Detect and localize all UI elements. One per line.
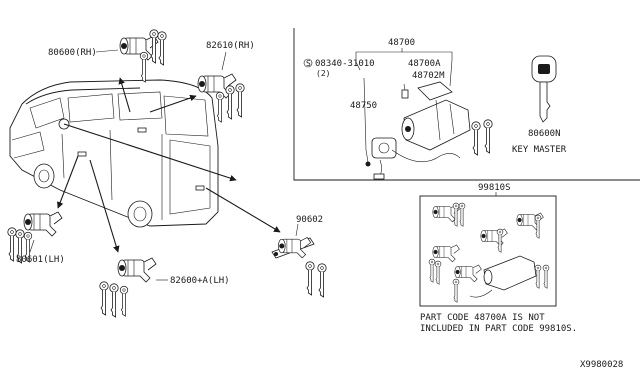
diagram-id: X9980028 — [580, 360, 623, 370]
label-48700: 48700 — [388, 38, 415, 48]
svg-text:S: S — [306, 59, 311, 68]
lock-set-frame — [419, 195, 557, 307]
lock-set-icon — [428, 202, 550, 303]
van-illustration — [9, 79, 219, 228]
label-48750: 48750 — [350, 101, 377, 111]
label-90602: 90602 — [296, 215, 323, 225]
label-82600a-lh: 82600+A(LH) — [170, 276, 230, 286]
back-door-lock-icon — [271, 237, 327, 298]
note-line-2: INCLUDED IN PART CODE 99810S. — [420, 324, 577, 334]
label-80600-rh: 80600(RH) — [48, 48, 97, 58]
callout-arrows — [57, 77, 281, 253]
label-48700a: 48700A — [408, 59, 441, 69]
label-80600n: 80600N — [528, 129, 561, 139]
label-82610-rh: 82610(RH) — [206, 41, 255, 51]
label-qty: (2) — [316, 69, 330, 78]
label-99810s: 99810S — [478, 183, 511, 193]
screw-symbol-icon — [303, 58, 313, 68]
rear-lock-cylinder-lh-icon — [99, 257, 157, 318]
label-08340-31010: 08340-31010 — [315, 59, 375, 69]
label-48702m: 48702M — [412, 71, 445, 81]
key-master-icon — [531, 55, 557, 123]
ignition-frame — [293, 28, 640, 181]
door-lock-cylinder-icon — [119, 29, 167, 83]
label-key-master: KEY MASTER — [512, 145, 567, 155]
label-80601-lh: 80601(LH) — [16, 255, 65, 265]
note-line-1: PART CODE 48700A IS NOT — [420, 313, 545, 323]
ignition-lock-icon — [355, 59, 493, 180]
rear-lock-cylinder-icon — [197, 73, 245, 123]
